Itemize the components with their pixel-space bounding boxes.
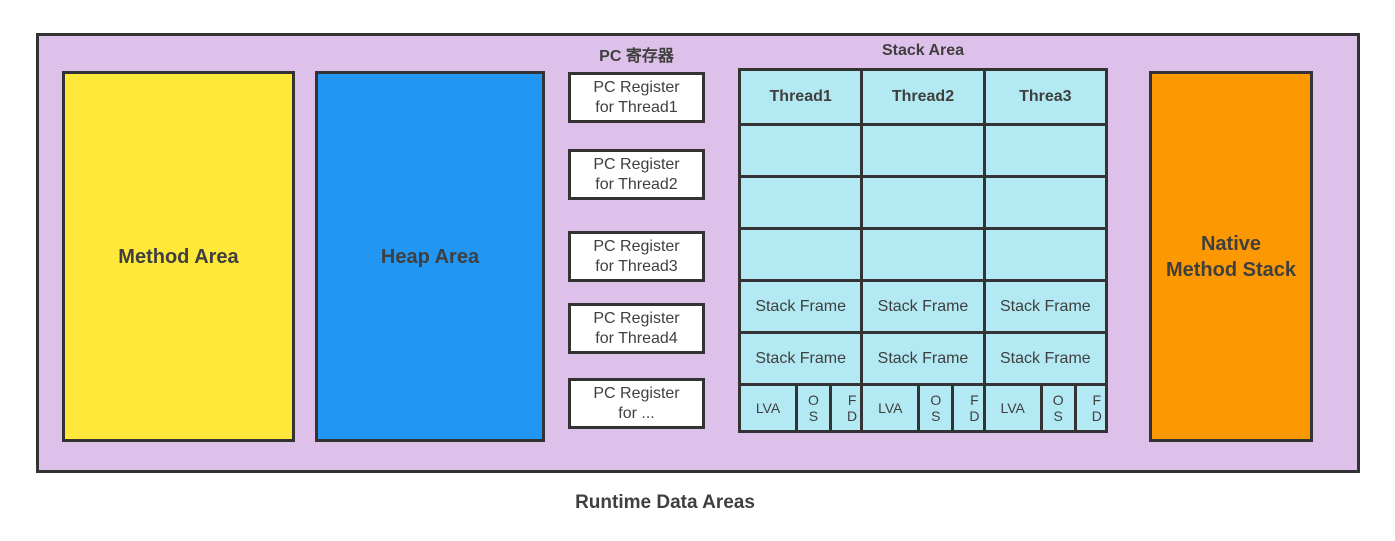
method-area-box: Method Area — [62, 71, 295, 442]
stack-cell-empty — [863, 230, 983, 279]
stack-cell-empty — [985, 126, 1105, 175]
os-line1: O — [1052, 391, 1064, 408]
stack-cell-empty — [863, 126, 983, 175]
thread1-column: Thread1 Stack Frame Stack Frame LVA O S … — [741, 71, 861, 430]
stack-cell-empty — [741, 230, 861, 279]
stack-cell-empty — [741, 126, 861, 175]
pc-register-line1: PC Register — [593, 385, 680, 403]
os-cell: O S — [920, 386, 952, 430]
pc-register-box-thread4: PC Register for Thread4 — [568, 303, 705, 354]
diagram-caption: Runtime Data Areas — [575, 492, 755, 513]
pc-register-line1: PC Register — [593, 79, 680, 97]
fd-line2: D — [969, 408, 980, 424]
thread3-column: Threa3 Stack Frame Stack Frame LVA O S F… — [985, 71, 1105, 430]
pc-register-line2: for Thread1 — [595, 98, 678, 116]
pc-register-box-thread1: PC Register for Thread1 — [568, 72, 705, 123]
native-method-stack-line1: Native — [1200, 232, 1262, 255]
frame-parts-row: LVA O S F D — [985, 386, 1105, 430]
fd-line2: D — [847, 408, 858, 424]
native-method-stack-line2: Method Stack — [1165, 258, 1297, 281]
fd-line2: D — [1091, 408, 1102, 424]
stack-frame-cell: Stack Frame — [863, 282, 983, 331]
fd-line1: F — [970, 391, 979, 408]
lva-cell: LVA — [741, 386, 796, 430]
stack-frame-cell: Stack Frame — [741, 334, 861, 383]
thread-header: Thread2 — [863, 71, 983, 123]
os-cell: O S — [798, 386, 829, 430]
os-line1: O — [808, 391, 819, 408]
os-line2: S — [1053, 408, 1063, 424]
stack-frame-cell: Stack Frame — [863, 334, 983, 383]
os-line2: S — [931, 408, 941, 424]
pc-register-box-ellipsis: PC Register for ... — [568, 378, 705, 429]
lva-cell: LVA — [985, 386, 1040, 430]
stack-area-grid: Thread1 Stack Frame Stack Frame LVA O S … — [738, 68, 1108, 433]
fd-cell: F D — [954, 386, 983, 430]
thread-header: Thread1 — [741, 71, 861, 123]
fd-cell: F D — [831, 386, 861, 430]
pc-register-line2: for Thread4 — [595, 329, 678, 347]
heap-area-label: Heap Area — [380, 245, 480, 268]
pc-register-line1: PC Register — [593, 238, 680, 256]
native-method-stack-box: Native Method Stack — [1149, 71, 1313, 442]
stack-frame-cell: Stack Frame — [741, 282, 861, 331]
pc-register-line1: PC Register — [593, 310, 680, 328]
pc-register-box-thread2: PC Register for Thread2 — [568, 149, 705, 200]
pc-register-box-thread3: PC Register for Thread3 — [568, 231, 705, 282]
method-area-label: Method Area — [118, 245, 239, 268]
pc-register-line1: PC Register — [593, 156, 680, 174]
fd-line1: F — [847, 391, 857, 408]
thread2-column: Thread2 Stack Frame Stack Frame LVA O S … — [863, 71, 983, 430]
pc-register-line2: for Thread3 — [595, 257, 678, 275]
frame-parts-row: LVA O S F D — [863, 386, 983, 430]
thread-header: Threa3 — [985, 71, 1105, 123]
stack-cell-empty — [863, 178, 983, 227]
stack-cell-empty — [985, 178, 1105, 227]
stack-area-title: Stack Area — [881, 42, 965, 59]
pc-register-line2: for ... — [618, 404, 655, 422]
stack-cell-empty — [985, 230, 1105, 279]
frame-parts-row: LVA O S F D — [741, 386, 861, 430]
fd-line1: F — [1092, 391, 1102, 408]
os-cell: O S — [1042, 386, 1074, 430]
pc-register-line2: for Thread2 — [595, 175, 678, 193]
stack-cell-empty — [741, 178, 861, 227]
os-line2: S — [808, 408, 819, 424]
fd-cell: F D — [1076, 386, 1105, 430]
lva-cell: LVA — [863, 386, 918, 430]
pc-registers-title: PC 寄存器 — [599, 48, 674, 65]
stack-frame-cell: Stack Frame — [985, 334, 1105, 383]
heap-area-box: Heap Area — [315, 71, 545, 442]
stack-frame-cell: Stack Frame — [985, 282, 1105, 331]
os-line1: O — [930, 391, 942, 408]
